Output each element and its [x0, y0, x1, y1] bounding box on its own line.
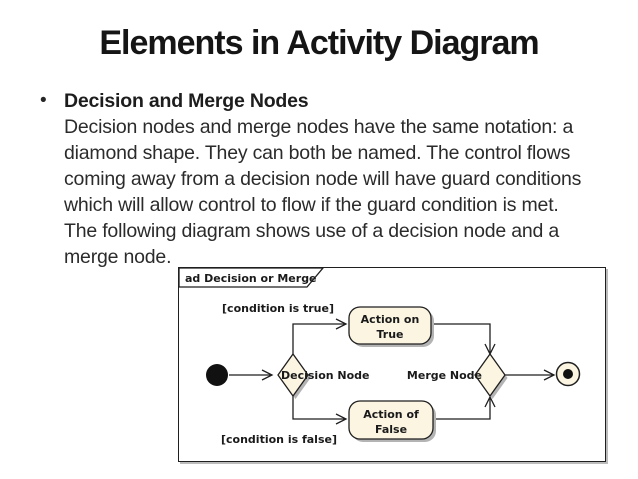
body-text-line: coming away from a decision node will ha… — [64, 168, 582, 190]
flow-decision-to-true — [292, 323, 346, 354]
activity-diagram-frame: ad Decision or Merge Decision Node Merge… — [178, 267, 606, 462]
bullet-list: • Decision and Merge Nodes Decision node… — [40, 88, 620, 270]
frame-tab-label: ad Decision or Merge — [185, 272, 317, 285]
bullet-item: • Decision and Merge Nodes Decision node… — [40, 88, 620, 270]
body-text-line: Decision nodes and merge nodes have the … — [64, 116, 574, 138]
flow-decision-to-false — [292, 396, 346, 420]
frame-tab — [179, 268, 324, 288]
merge-node-diamond — [474, 352, 506, 398]
arrowhead-icon — [543, 369, 556, 381]
initial-node — [206, 364, 228, 386]
decision-node-diamond — [277, 352, 309, 398]
arrowhead-icon — [335, 413, 348, 425]
bullet-marker: • — [40, 90, 47, 111]
body-text-line: The following diagram shows use of a dec… — [64, 220, 560, 242]
guard-condition-true-label: [condition is true] — [222, 302, 334, 315]
merge-node-label: Merge Node — [407, 369, 482, 382]
flow-true-to-merge — [431, 323, 491, 353]
body-text-line: diamond shape. They can both be named. T… — [64, 142, 571, 164]
decision-node-label: Decision Node — [281, 369, 370, 382]
action-false-label-line2: False — [375, 423, 407, 436]
guard-condition-false-label: [condition is false] — [221, 433, 337, 446]
action-true-label-line1: Action on — [361, 313, 420, 326]
page-title: Elements in Activity Diagram — [99, 24, 539, 62]
action-false-label-line1: Action of — [363, 408, 419, 421]
bullet-content: Decision and Merge Nodes Decision nodes … — [64, 88, 620, 270]
action-true-label-line2: True — [376, 328, 403, 341]
arrowhead-icon — [335, 318, 348, 330]
body-text-line: which will allow control to flow if the … — [64, 194, 559, 216]
action-true-node — [348, 306, 432, 345]
body-text-line: merge node. — [64, 246, 172, 268]
flow-false-to-merge — [433, 398, 491, 420]
final-node-dot — [563, 369, 573, 379]
action-false-node — [348, 400, 434, 440]
arrowhead-icon — [261, 369, 274, 381]
bullet-heading: Decision and Merge Nodes — [64, 90, 309, 112]
activity-diagram-canvas: ad Decision or Merge Decision Node Merge… — [179, 268, 581, 446]
